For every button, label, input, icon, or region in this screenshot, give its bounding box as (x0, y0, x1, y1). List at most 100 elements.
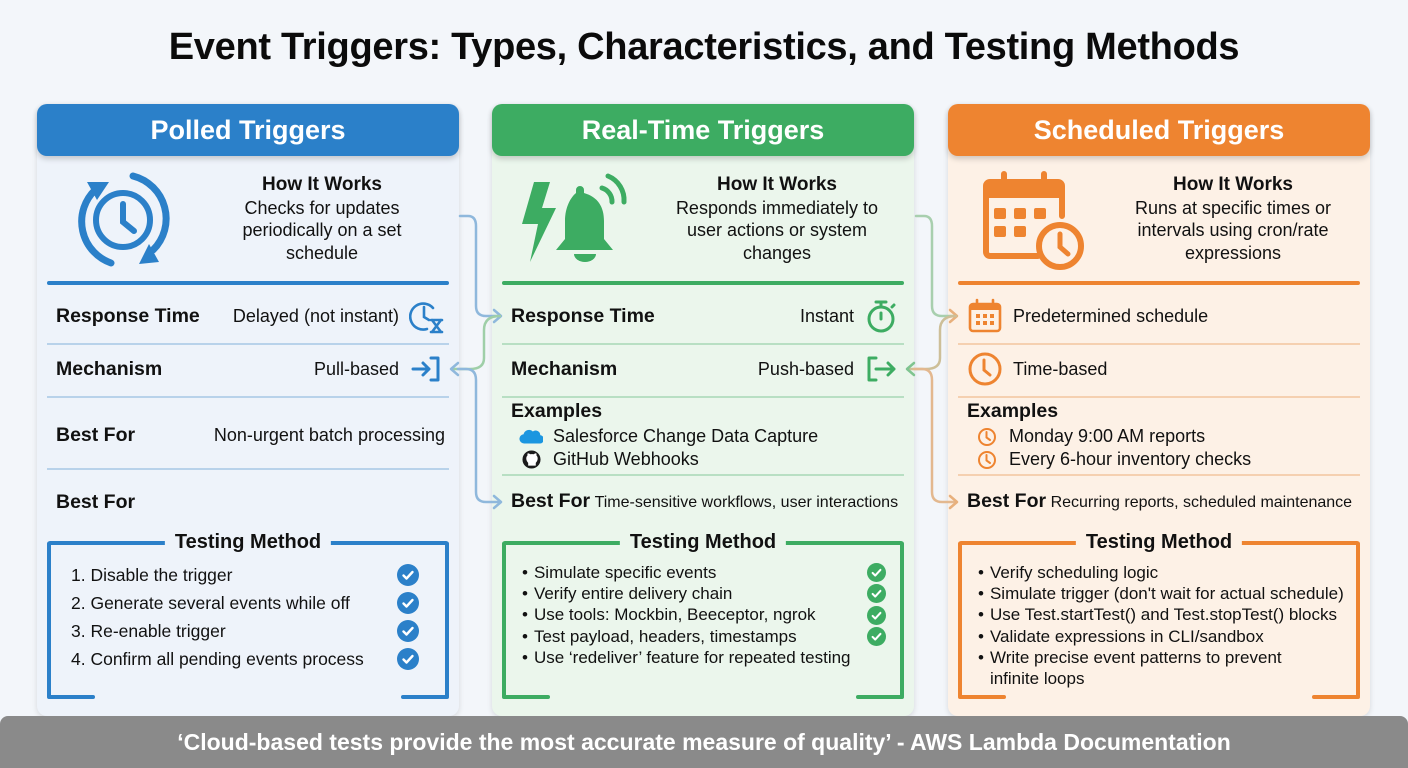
divider (502, 474, 904, 476)
row-label: Response Time (511, 304, 655, 327)
testing-method-box: Testing Method •Simulate specific events… (502, 531, 904, 699)
testing-step: 3. Re-enable trigger (71, 617, 419, 645)
mechanism-row: Time-based (967, 350, 1356, 388)
realtime-triggers-card: Real-Time Triggers How It Works Responds… (492, 104, 914, 716)
best-for-row: Best For Non-urgent batch processing (56, 416, 445, 454)
how-title: How It Works (717, 174, 837, 195)
clock-icon (967, 351, 1003, 387)
divider (958, 396, 1360, 398)
row-label: Response Time (56, 304, 200, 327)
footer-quote: ‘Cloud-based tests provide the most accu… (0, 716, 1408, 768)
example-text: Every 6-hour inventory checks (1009, 449, 1252, 469)
example-text: Monday 9:00 AM reports (1009, 426, 1206, 446)
divider (502, 343, 904, 345)
how-it-works: How It Works Responds immediately to use… (652, 174, 902, 264)
scheduled-triggers-card: Scheduled Triggers How It Works Runs at … (948, 104, 1370, 716)
check-circle-icon (397, 592, 419, 614)
how-title: How It Works (1173, 174, 1293, 195)
row-value: Pull-based (313, 358, 399, 379)
row-value: Non-urgent batch processing (213, 424, 445, 445)
how-title: How It Works (262, 174, 382, 195)
page-title: Event Triggers: Types, Characteristics, … (168, 26, 1240, 68)
polled-triggers-card: Polled Triggers How It Works Checks for … (37, 104, 459, 716)
row-value: Predetermined schedule (1013, 305, 1209, 326)
testing-step-continued: •infinite loops (989, 669, 1085, 689)
logout-arrow-icon (864, 351, 900, 387)
row-label: Best For (56, 423, 136, 446)
lightning-bell-icon (516, 168, 646, 274)
calendar-clock-icon (978, 168, 1090, 274)
examples-section: Examples Salesforce Change Data Capture … (511, 400, 900, 471)
how-line: expressions (1184, 242, 1282, 263)
frame-foot (401, 695, 449, 699)
check-circle-icon (867, 563, 886, 583)
how-line: periodically on a set (242, 220, 402, 240)
example-item: GitHub Webhooks (519, 448, 900, 471)
row-value: Time-sensitive workflows, user interacti… (594, 494, 899, 511)
testing-method-box: Testing Method •Verify scheduling logic … (958, 531, 1360, 699)
row-value: Instant (799, 305, 854, 326)
examples-label: Examples (967, 400, 1059, 422)
example-item: Monday 9:00 AM reports (975, 425, 1356, 448)
row-label: Best For (511, 490, 591, 512)
how-line: Runs at specific times or (1134, 197, 1332, 218)
check-circle-icon (397, 648, 419, 670)
testing-step: 1. Disable the trigger (71, 561, 419, 589)
check-circle-icon (867, 627, 886, 647)
divider (502, 281, 904, 285)
best-for-row: Best For Time-sensitive workflows, user … (511, 490, 906, 513)
divider (958, 474, 1360, 476)
how-line: user actions or system (686, 220, 868, 240)
row-value: Delayed (not instant) (232, 305, 399, 326)
testing-step: •Use tools: Mockbin, Beeceptor, ngrok (522, 605, 886, 626)
best-for-row: Best For Recurring reports, scheduled ma… (967, 490, 1362, 513)
examples-section: Examples Monday 9:00 AM reports Every 6-… (967, 400, 1356, 471)
how-line: Responds immediately to (675, 197, 879, 218)
clock-hourglass-icon (408, 298, 445, 334)
clock-icon (975, 450, 999, 470)
row-value: Recurring reports, scheduled maintenance (1050, 494, 1353, 511)
how-line: schedule (285, 242, 359, 263)
example-text: Salesforce Change Data Capture (553, 426, 819, 446)
calendar-icon (967, 298, 1003, 334)
clock-icon (975, 427, 999, 447)
testing-title: Testing Method (1075, 531, 1243, 554)
stopwatch-icon (864, 298, 900, 334)
github-icon (519, 450, 543, 470)
testing-title: Testing Method (619, 531, 787, 554)
testing-step: 4. Confirm all pending events process (71, 645, 419, 673)
frame-foot (856, 695, 904, 699)
testing-step: •Use ‘redeliver’ feature for repeated te… (522, 647, 851, 667)
testing-step: •Write precise event patterns to prevent (978, 647, 1282, 667)
response-time-row: Response Time Delayed (not instant) (56, 297, 445, 335)
check-circle-icon (397, 620, 419, 642)
testing-step: •Test payload, headers, timestamps (522, 626, 886, 647)
how-line: changes (742, 242, 812, 263)
how-it-works: How It Works Runs at specific times or i… (1108, 174, 1358, 264)
row-label: Best For (56, 490, 136, 513)
clock-refresh-icon (67, 168, 179, 274)
testing-step: •Verify entire delivery chain (522, 583, 886, 604)
response-time-row: Predetermined schedule (967, 297, 1356, 335)
testing-step: •Use Test.startTest() and Test.stopTest(… (978, 605, 1338, 625)
example-text: GitHub Webhooks (553, 449, 699, 469)
divider (47, 396, 449, 398)
testing-step: 2. Generate several events while off (71, 589, 419, 617)
polled-header: Polled Triggers (37, 104, 459, 156)
examples-label: Examples (511, 400, 603, 422)
mechanism-row: Mechanism Push-based (511, 350, 900, 388)
row-label: Mechanism (56, 357, 163, 380)
how-line: Checks for updates (244, 197, 400, 218)
check-circle-icon (867, 605, 886, 625)
how-it-works: How It Works Checks for updates periodic… (197, 174, 447, 264)
row-value: Push-based (757, 358, 854, 379)
row-value: Time-based (1013, 358, 1108, 379)
frame-foot (958, 695, 1006, 699)
testing-method-box: Testing Method 1. Disable the trigger 2.… (47, 531, 449, 699)
divider (47, 343, 449, 345)
frame-foot (502, 695, 550, 699)
testing-step: •Simulate specific events (522, 562, 886, 583)
divider (47, 468, 449, 470)
testing-step: •Simulate trigger (don't wait for actual… (978, 583, 1344, 603)
divider (958, 343, 1360, 345)
